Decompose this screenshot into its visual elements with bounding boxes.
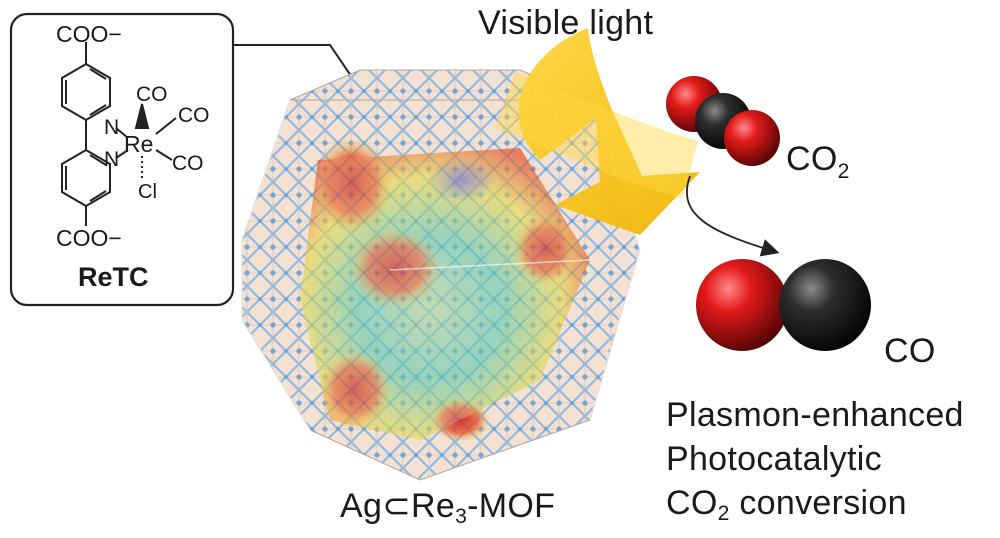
mof-lattice-overlay (300, 148, 590, 440)
mof-label-subset: ⊂ (382, 487, 411, 525)
top-carboxylate: COO− (56, 21, 122, 47)
caption-line-1-text: Plasmon-enhanced (666, 396, 964, 434)
co-molecule (696, 259, 871, 351)
co2-label-subscript: 2 (837, 160, 850, 183)
mof-label-subscript: 3 (455, 505, 468, 528)
retc-structure-panel: COO− COO− N N Re CO CO CO Cl ReTC (9, 12, 376, 307)
visible-light-label: Visible light (478, 4, 653, 43)
visible-light-arrow (518, 28, 700, 235)
carbonyl-lower: CO (172, 152, 204, 175)
co-oxygen (696, 259, 788, 351)
carbonyl-right: CO (178, 104, 210, 127)
metal-bonds (115, 103, 177, 180)
co-carbon (779, 259, 871, 351)
chloride: Cl (138, 181, 157, 203)
co2-molecule (666, 76, 780, 166)
caption-line-3-post: conversion (729, 484, 907, 522)
bottom-pyridine-ring (61, 120, 111, 226)
bottom-carboxylate: COO− (56, 225, 122, 251)
caption-line-2-text: Photocatalytic (666, 440, 882, 478)
caption-line-3: CO2 conversion (666, 484, 907, 525)
co-label: CO (884, 332, 936, 371)
co2-oxygen-right (724, 110, 780, 166)
mof-label: Ag⊂Re3-MOF (340, 486, 556, 528)
co2-label-main: CO (786, 140, 838, 178)
mof-label-prefix: Ag (340, 487, 383, 525)
caption-line-3-pre: CO (666, 484, 718, 522)
light-beam (494, 71, 699, 199)
caption-line-2: Photocatalytic (666, 440, 882, 479)
structure-name: ReTC (78, 262, 149, 292)
caption-line-3-subscript: 2 (717, 502, 730, 525)
mof-label-suffix: -MOF (467, 487, 556, 525)
caption-line-1: Plasmon-enhanced (666, 396, 964, 435)
nitrogen-bottom: N (104, 148, 119, 171)
mof-label-element: Re (410, 487, 456, 525)
reaction-arrow (685, 175, 780, 257)
co-label-text: CO (884, 332, 936, 370)
carbonyl-top: CO (136, 83, 168, 106)
rhenium-center: Re (124, 131, 153, 157)
mof-crystal (241, 69, 641, 481)
visible-light-text: Visible light (478, 4, 654, 42)
co2-label: CO2 (786, 140, 850, 183)
nitrogen-top: N (104, 116, 119, 139)
